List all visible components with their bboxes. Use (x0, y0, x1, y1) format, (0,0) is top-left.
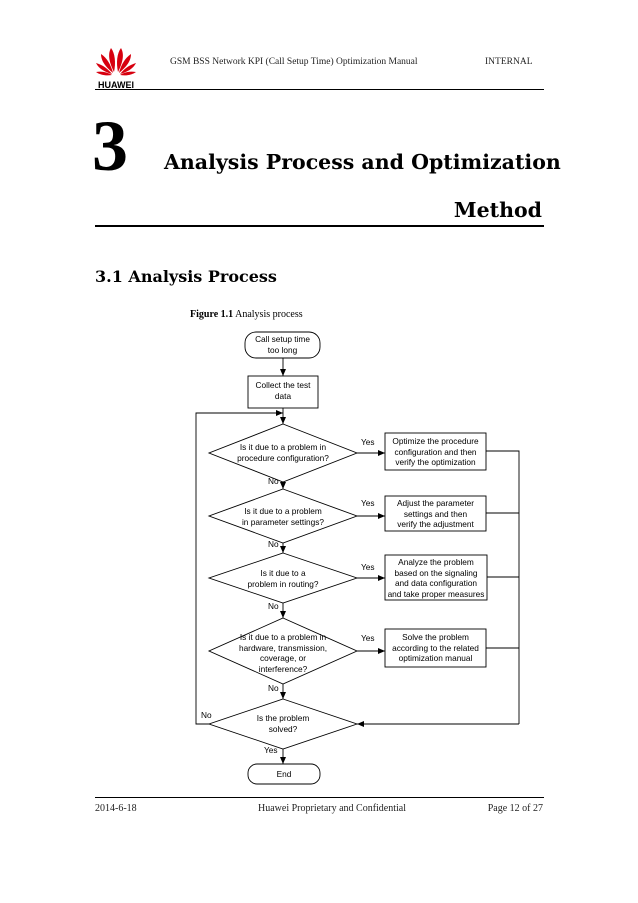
start-line2: too long (267, 344, 298, 355)
decision-procedure-line2: procedure configuration? (237, 452, 329, 463)
start-line1: Call setup time (255, 334, 310, 344)
action-hardware-line1: Solve the problem (402, 632, 469, 642)
no-label-routing: No (268, 601, 279, 611)
logo-wordmark: HUAWEI (98, 80, 134, 90)
action-routing (384, 554, 488, 601)
chapter-rule (95, 225, 544, 227)
header-rule (95, 89, 544, 90)
action-hardware-line3: optimization manual (398, 653, 473, 663)
action-routing-line4: and take proper measures (387, 588, 485, 599)
collect-label: Collect the test data (248, 380, 318, 401)
action-procedure-label: Optimize the procedure configuration and… (385, 436, 486, 468)
yes-label-routing: Yes (361, 562, 375, 572)
figure-label: Figure 1.1 (190, 309, 234, 320)
action-parameter (384, 495, 487, 532)
header-document-title: GSM BSS Network KPI (Call Setup Time) Op… (170, 57, 418, 67)
yes-label-procedure: Yes (361, 437, 375, 447)
decision-solved-line1: Is the problem (256, 713, 310, 723)
action-procedure-line1: Optimize the procedure (392, 436, 479, 446)
action-hardware-line2: according to the related (392, 642, 479, 653)
decision-parameter-line1: Is it due to a problem (244, 506, 322, 516)
huawei-logo: HUAWEI (93, 42, 139, 92)
end-terminal (247, 763, 321, 785)
yes-label-solved: Yes (264, 745, 278, 755)
loop-back-no (195, 410, 283, 725)
chapter-title-line1: Analysis Process and Optimization (164, 150, 561, 174)
start-label: Call setup time too long (245, 334, 320, 355)
collect-line1: Collect the test (255, 380, 311, 390)
action-routing-label: Analyze the problem based on the signali… (385, 557, 487, 599)
decision-solved-line2: solved? (268, 723, 298, 734)
action-parameter-label: Adjust the parameter settings and then v… (385, 498, 486, 530)
action-routing-line2: based on the signaling (394, 567, 478, 578)
decision-routing-line2: problem in routing? (247, 578, 319, 589)
action-parameter-line1: Adjust the parameter (396, 498, 475, 508)
decision-hardware-line1: Is it due to a problem in (239, 632, 327, 642)
action-procedure-line3: verify the optimization (395, 457, 476, 467)
footer-confidentiality: Huawei Proprietary and Confidential (258, 803, 407, 814)
yes-label-hardware: Yes (361, 633, 375, 643)
start-terminal (244, 331, 321, 359)
figure-caption: Figure 1.1 Analysis process (190, 309, 303, 320)
decision-hardware-line2: hardware, transmission, (238, 642, 328, 653)
yes-label-parameter: Yes (361, 498, 375, 508)
decision-parameter-label: Is it due to a problem in parameter sett… (215, 506, 351, 527)
decision-procedure-line1: Is it due to a problem in (239, 442, 327, 452)
decision-solved-label: Is the problem solved? (215, 713, 351, 734)
chapter-number: 3 (92, 106, 128, 186)
action-routing-line1: Analyze the problem (398, 557, 474, 567)
collect-line2: data (274, 390, 292, 401)
no-label-procedure: No (268, 476, 279, 486)
action-parameter-line3: verify the adjustment (397, 519, 474, 529)
no-label-parameter: No (268, 539, 279, 549)
end-label: End (276, 769, 292, 779)
section-title: 3.1 Analysis Process (95, 267, 277, 286)
action-hardware (384, 628, 487, 668)
action-procedure (384, 432, 487, 471)
no-label-hardware: No (268, 683, 279, 693)
header-classification: INTERNAL (485, 57, 533, 67)
feedback-a1 (486, 450, 520, 724)
decision-routing-line1: Is it due to a (260, 568, 306, 578)
figure-caption-text: Analysis process (235, 309, 303, 320)
action-parameter-line2: settings and then (403, 508, 468, 519)
decision-hardware-label: Is it due to a problem in hardware, tran… (215, 632, 351, 674)
chapter-title-line2: Method (453, 198, 542, 222)
no-label-solved: No (201, 710, 212, 720)
footer-rule (95, 797, 544, 798)
action-hardware-label: Solve the problem according to the relat… (385, 632, 486, 664)
footer-page-number: Page 12 of 27 (487, 803, 543, 814)
action-routing-line3: and data configuration (394, 578, 478, 588)
footer-date: 2014-6-18 (95, 803, 137, 814)
decision-procedure-label: Is it due to a problem in procedure conf… (215, 442, 351, 463)
decision-hardware-line4: interference? (258, 663, 308, 674)
decision-routing-label: Is it due to a problem in routing? (215, 568, 351, 589)
action-procedure-line2: configuration and then (394, 446, 477, 457)
decision-parameter-line2: in parameter settings? (241, 516, 325, 527)
decision-hardware-line3: coverage, or (259, 653, 307, 663)
